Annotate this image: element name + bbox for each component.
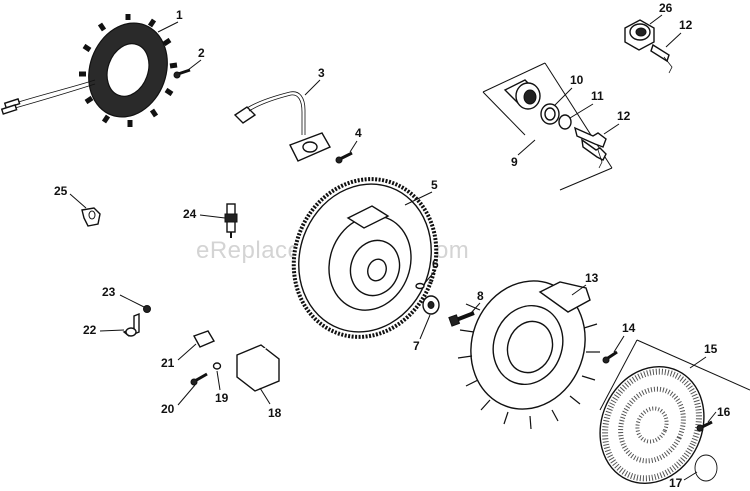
key-part-12b (650, 43, 673, 74)
washer-part (422, 295, 440, 315)
spark-plug-part (224, 203, 238, 238)
callout-20: 20 (161, 402, 175, 416)
screw-part-14 (602, 350, 618, 364)
callout-23: 23 (102, 285, 116, 299)
callout-16: 16 (717, 405, 731, 419)
callout-5: 5 (431, 178, 438, 192)
callout-4: 4 (355, 126, 362, 140)
callout-11: 11 (591, 89, 604, 103)
callout-15: 15 (704, 342, 718, 356)
switch-part-26 (624, 19, 655, 51)
key-part (415, 282, 425, 290)
clip-part (192, 330, 216, 348)
callout-21: 21 (161, 356, 175, 370)
callout-9: 9 (511, 155, 518, 169)
lock-washer-part (558, 114, 572, 130)
ground-bracket-part (122, 312, 140, 337)
screw-part-2 (173, 68, 191, 79)
keys-part (573, 126, 607, 169)
callout-7: 7 (413, 339, 420, 353)
screw-part-4 (335, 151, 353, 164)
rectifier-part (236, 344, 280, 392)
grass-screen-part (599, 365, 705, 485)
callout-8: 8 (477, 289, 484, 303)
switch-group-bracket (482, 62, 613, 191)
callout-10: 10 (570, 73, 584, 87)
fan-part (457, 280, 600, 430)
screw-part-16 (696, 420, 713, 432)
callout-25: 25 (54, 184, 68, 198)
washer-part-19 (212, 362, 222, 370)
callout-12a: 12 (617, 109, 631, 123)
callout-26: 26 (659, 1, 673, 15)
callout-13: 13 (585, 271, 599, 285)
flywheel-part (291, 177, 439, 339)
callout-6: 6 (432, 257, 439, 271)
decal-part (694, 454, 718, 482)
callout-24: 24 (183, 207, 197, 221)
ignition-switch-part (503, 79, 541, 110)
callout-2: 2 (198, 46, 205, 60)
wire-clip-part (81, 207, 101, 227)
callout-17: 17 (669, 476, 683, 490)
callout-3: 3 (318, 66, 325, 80)
bolt-part (448, 311, 475, 327)
ignition-module-part (233, 91, 331, 162)
nut-part (540, 103, 560, 125)
stator-part (0, 14, 178, 127)
callout-22: 22 (83, 323, 97, 337)
callout-19: 19 (215, 391, 229, 405)
callout-1: 1 (176, 8, 183, 22)
nut-part-23 (143, 305, 151, 313)
callout-12b: 12 (679, 18, 693, 32)
screw-part-20 (190, 372, 208, 386)
callout-18: 18 (268, 406, 282, 420)
callout-14: 14 (622, 321, 636, 335)
